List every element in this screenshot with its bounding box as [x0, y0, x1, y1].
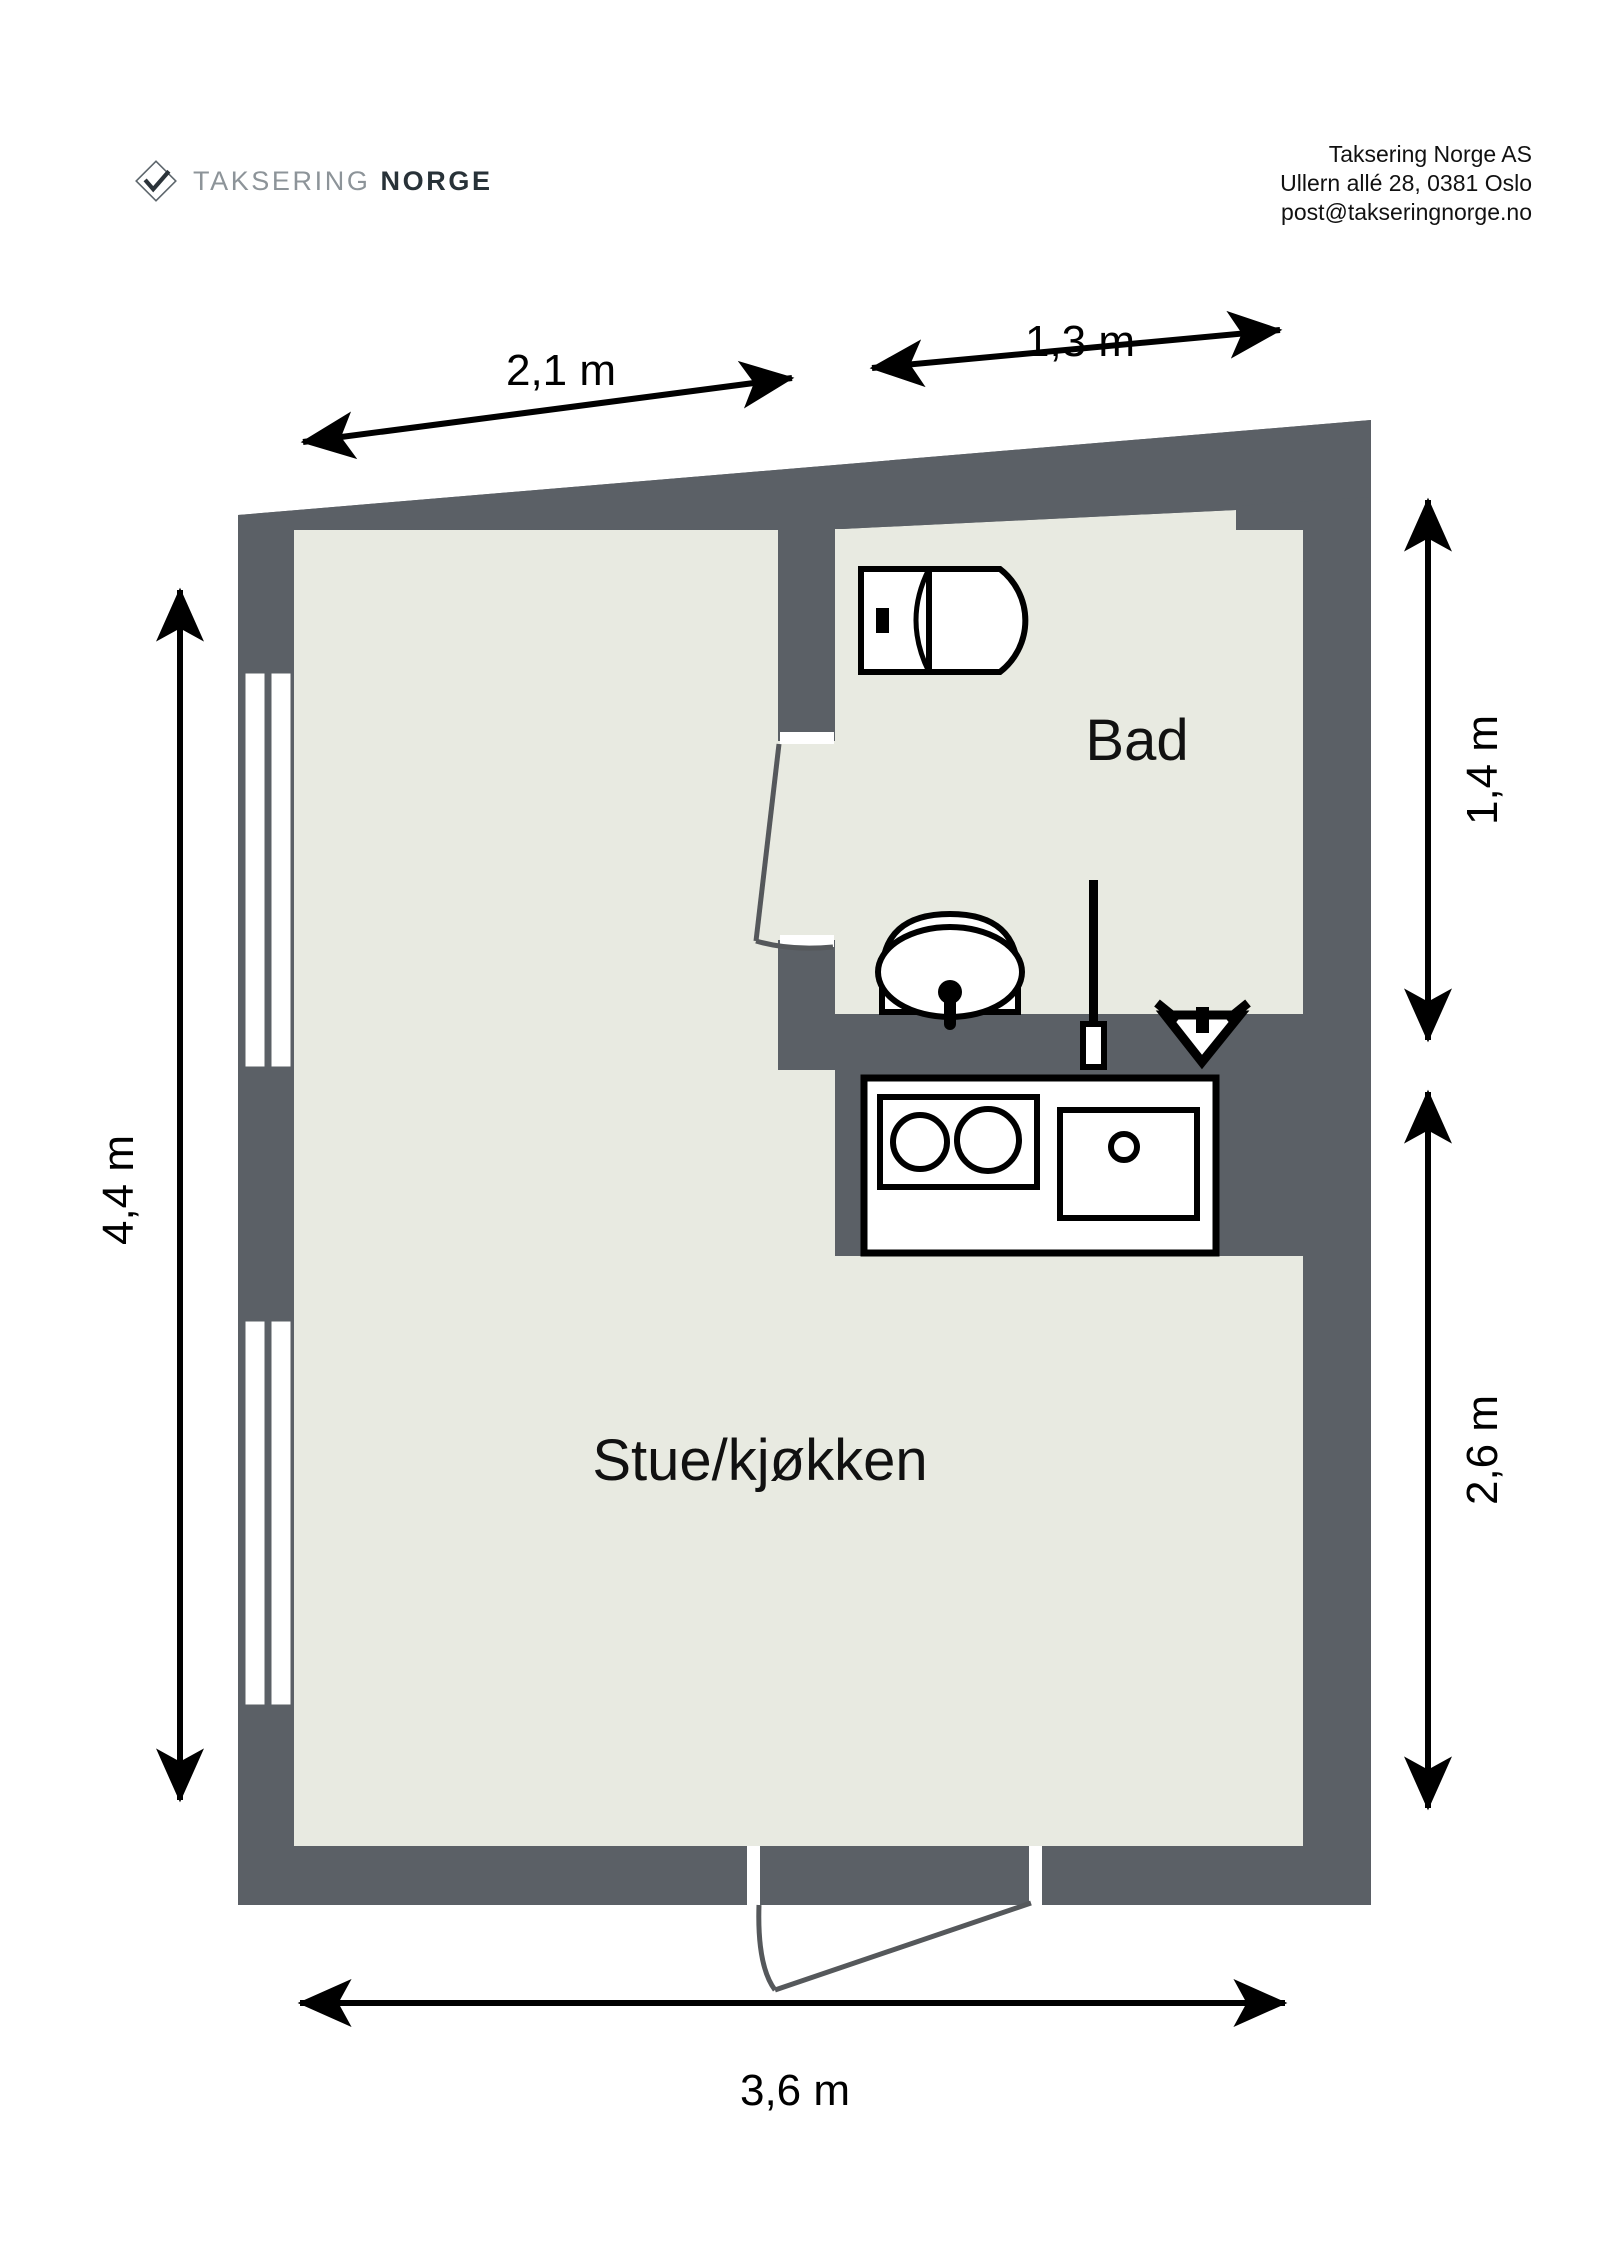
entry-door [747, 1846, 1042, 1993]
logo-wordmark: TAKSERING NORGE [193, 165, 493, 196]
dimension-label-left: 4,4 m [94, 1135, 143, 1245]
diamond-check-icon [135, 160, 177, 202]
washbasin-tap-stem [944, 992, 956, 1030]
room-label-bad: Bad [1085, 708, 1188, 773]
top-wall-fill [238, 420, 1371, 530]
kitchen-sink-fixture [1057, 1107, 1200, 1221]
cooktop-fixture [877, 1094, 1040, 1190]
floor-drain-tick-left [1154, 999, 1181, 1024]
shower-riser-base [1080, 1021, 1107, 1070]
dimension-label-top-right: 1,3 m [1025, 317, 1135, 366]
entry-door-swing-arc [756, 1904, 778, 1992]
window-group [240, 670, 294, 1708]
kitchen-sink-drain [1108, 1131, 1140, 1163]
dimension-label-bottom: 3,6 m [740, 2066, 850, 2115]
door-group [747, 732, 1042, 1993]
window-lower [240, 1318, 294, 1708]
dimension-label-top-left: 2,1 m [506, 346, 616, 395]
bathroom-door-swing-arc [755, 938, 834, 951]
kitchen-fixtures [860, 1074, 1220, 1257]
bathroom-door-jamb-lower [780, 935, 834, 947]
room-label-stue-kjokken: Stue/kjøkken [592, 1428, 927, 1493]
window-upper [240, 670, 294, 1070]
dimension-label-right-upper: 1,4 m [1458, 715, 1507, 825]
washbasin-fixture [875, 910, 1025, 1030]
contact-email: post@takseringnorge.no [1281, 198, 1532, 225]
bathroom-door [753, 732, 834, 951]
bathroom-partition-upper [778, 506, 835, 741]
cooktop-burner-right [954, 1106, 1022, 1174]
bathroom-door-leaf [753, 743, 782, 942]
dimension-label-right-lower: 2,6 m [1458, 1395, 1507, 1505]
dimension-line-top-left [300, 360, 795, 460]
toilet-flush-button [876, 608, 889, 633]
page-header: TAKSERING NORGE Taksering Norge AS Uller… [0, 0, 1600, 260]
dimension-group [156, 310, 1452, 2027]
logo-word-taksering: TAKSERING [193, 165, 371, 196]
entry-door-jamb-right [1029, 1846, 1042, 1905]
floor-drain-tick-right [1224, 999, 1251, 1024]
kitchen-sink-basin [1057, 1107, 1200, 1221]
toilet-seat-divider [913, 567, 932, 674]
contact-company: Taksering Norge AS [1328, 141, 1532, 167]
cooktop-burner-left [890, 1112, 950, 1172]
contact-address: Ullern allé 28, 0381 Oslo [1280, 169, 1532, 196]
toilet-cistern [858, 566, 932, 675]
entry-door-jamb-left [747, 1846, 760, 1905]
floor-drain-symbol [1154, 999, 1251, 1070]
bathroom-door-jamb-upper [780, 732, 834, 744]
wall-step-top-right [1236, 497, 1371, 616]
logo-word-norge: NORGE [380, 165, 493, 196]
company-logo: TAKSERING NORGE [133, 158, 493, 204]
entry-door-leaf [774, 1900, 1032, 1993]
shower-riser-pipe [1089, 880, 1098, 1040]
dimension-line-top-right [869, 310, 1283, 388]
shower-riser-fixture [1080, 880, 1107, 1070]
company-contact-block: Taksering Norge AS Ullern allé 28, 0381 … [1280, 140, 1532, 227]
toilet-fixture [858, 566, 1029, 675]
bathroom-fixtures [858, 566, 1251, 1070]
floor-drain-stem [1196, 1007, 1209, 1033]
wall-step-right [1303, 1014, 1371, 1274]
